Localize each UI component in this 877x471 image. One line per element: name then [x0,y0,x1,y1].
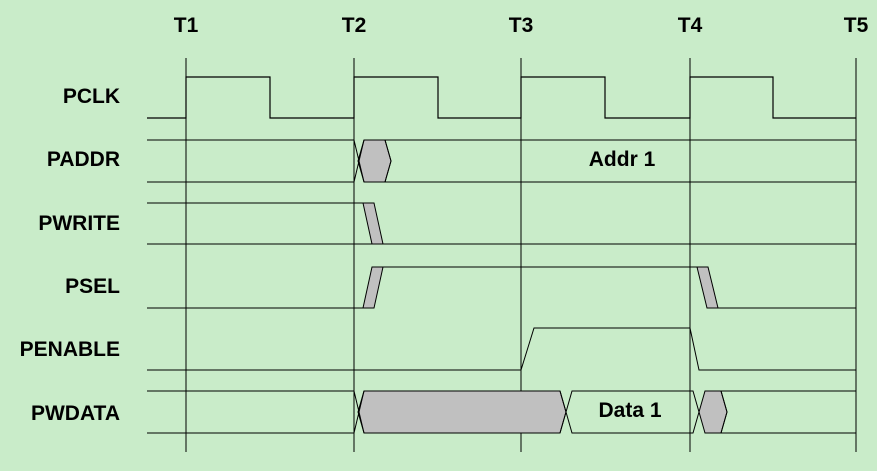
psel-fall-transition [696,266,719,309]
psel-rise-transition [362,266,384,309]
paddr-value-label: Addr 1 [588,148,656,171]
pwdata-bus-before [147,390,365,434]
signal-label-psel: PSEL [65,275,120,298]
pclk-waveform [147,76,856,119]
time-label-t3: T3 [508,14,534,37]
paddr-bus-before [147,139,365,183]
signal-label-pclk: PCLK [62,85,120,108]
time-grid [185,58,857,452]
pwdata-value-label: Data 1 [598,399,662,422]
psel-waveform [147,266,856,309]
pwrite-transition [362,202,384,245]
time-label-t2: T2 [341,14,367,37]
time-label-t1: T1 [173,14,199,37]
pwdata-bus-data [559,390,700,434]
paddr-waveform [147,139,856,183]
signal-label-pwrite: PWRITE [38,212,120,235]
pwdata-waveform [147,390,856,434]
time-label-t5: T5 [843,14,869,37]
pwdata-bus-after [720,390,856,434]
signal-label-paddr: PADDR [46,148,120,171]
paddr-bus-after [384,139,856,183]
signal-label-penable: PENABLE [19,338,120,361]
time-label-t4: T4 [677,14,703,37]
penable-waveform [147,327,856,371]
signal-label-pwdata: PWDATA [30,402,120,425]
pwdata-invalid-region [357,390,567,434]
pwrite-waveform [147,202,856,245]
